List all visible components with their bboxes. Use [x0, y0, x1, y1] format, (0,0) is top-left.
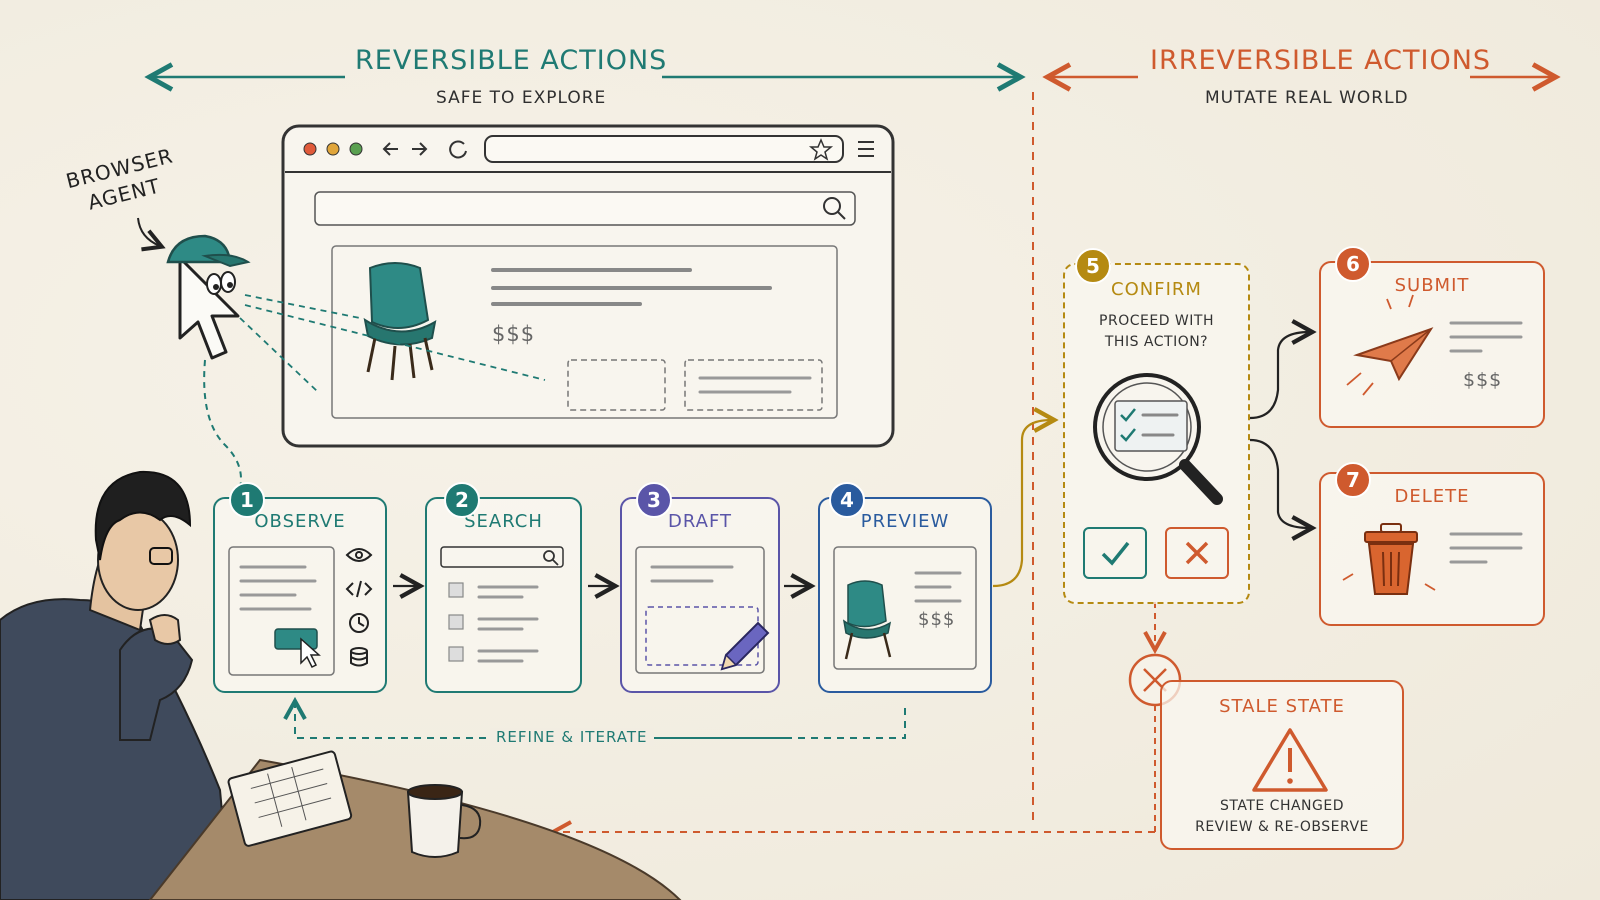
confirm-question-line2: THIS ACTION?: [1104, 334, 1209, 350]
chair-illustration: [363, 262, 437, 381]
step-preview-label: PREVIEW: [860, 511, 950, 532]
step-7-badge: 7: [1335, 462, 1371, 498]
irreversible-title: IRREVERSIBLE ACTIONS: [1150, 45, 1492, 76]
coffee-mug: [406, 784, 482, 858]
star-icon: [808, 138, 834, 161]
search-icon: [543, 550, 559, 566]
code-icon: [345, 580, 373, 598]
database-icon: [350, 647, 368, 667]
step-draft-card[interactable]: DRAFT: [620, 497, 780, 693]
step-5-badge: 5: [1075, 248, 1111, 284]
search-icon: [823, 197, 846, 220]
notebook: [227, 750, 353, 847]
step-search-card[interactable]: SEARCH: [425, 497, 582, 693]
step-delete-card[interactable]: DELETE: [1319, 472, 1545, 626]
close-icon: [1185, 541, 1209, 565]
irreversible-subtitle: MUTATE REAL WORLD: [1205, 88, 1409, 108]
stale-line2: REVIEW & RE-OBSERVE: [1195, 819, 1369, 835]
warning-icon: [1252, 728, 1328, 792]
submit-price: $$$: [1463, 369, 1503, 391]
browser-agent-cursor: [166, 234, 251, 360]
paper-plane-icon: [1346, 294, 1434, 396]
stale-line1: STATE CHANGED: [1219, 798, 1345, 814]
browser-window: [281, 124, 895, 448]
confirm-question: PROCEED WITH THIS ACTION?: [1065, 311, 1248, 353]
chair-thumb: [842, 580, 892, 660]
check-icon: [1101, 541, 1130, 566]
reversible-title: REVERSIBLE ACTIONS: [355, 45, 668, 76]
stale-state-title: STALE STATE: [1219, 696, 1345, 717]
step-search-label: SEARCH: [464, 511, 543, 532]
browser-price: $$$: [492, 322, 536, 346]
menu-icon: [858, 141, 874, 157]
step-confirm-card: CONFIRM PROCEED WITH THIS ACTION?: [1063, 263, 1250, 604]
confirm-question-line1: PROCEED WITH: [1099, 313, 1214, 329]
clock-icon: [349, 613, 369, 633]
pencil-icon: [720, 621, 770, 671]
step-4-badge: 4: [829, 482, 865, 518]
reload-icon: [449, 140, 467, 159]
step-6-badge: 6: [1335, 246, 1371, 282]
step-confirm-label: CONFIRM: [1111, 279, 1202, 300]
step-1-badge: 1: [229, 482, 265, 518]
step-2-badge: 2: [444, 482, 480, 518]
step-submit-card[interactable]: SUBMIT $$$: [1319, 261, 1545, 428]
confirm-no-button[interactable]: [1165, 527, 1229, 579]
refine-iterate-label: REFINE & ITERATE: [490, 728, 654, 746]
trash-icon: [1342, 523, 1436, 595]
step-preview-card[interactable]: PREVIEW $$$: [818, 497, 992, 693]
step-3-badge: 3: [636, 482, 672, 518]
preview-price: $$$: [918, 609, 956, 630]
step-observe-card[interactable]: OBSERVE: [213, 497, 387, 693]
eye-icon: [345, 548, 373, 562]
confirm-yes-button[interactable]: [1083, 527, 1147, 579]
step-delete-label: DELETE: [1394, 486, 1470, 507]
step-observe-label: OBSERVE: [254, 511, 346, 532]
reversible-subtitle: SAFE TO EXPLORE: [436, 88, 607, 108]
step-draft-label: DRAFT: [668, 511, 732, 532]
magnifier-checklist-icon: [1093, 373, 1223, 505]
stale-state-card: STALE STATE STATE CHANGED REVIEW & RE-OB…: [1160, 680, 1404, 850]
stale-state-text: STATE CHANGED REVIEW & RE-OBSERVE: [1162, 796, 1402, 838]
step-submit-label: SUBMIT: [1394, 275, 1470, 296]
person-illustration: [0, 470, 232, 900]
